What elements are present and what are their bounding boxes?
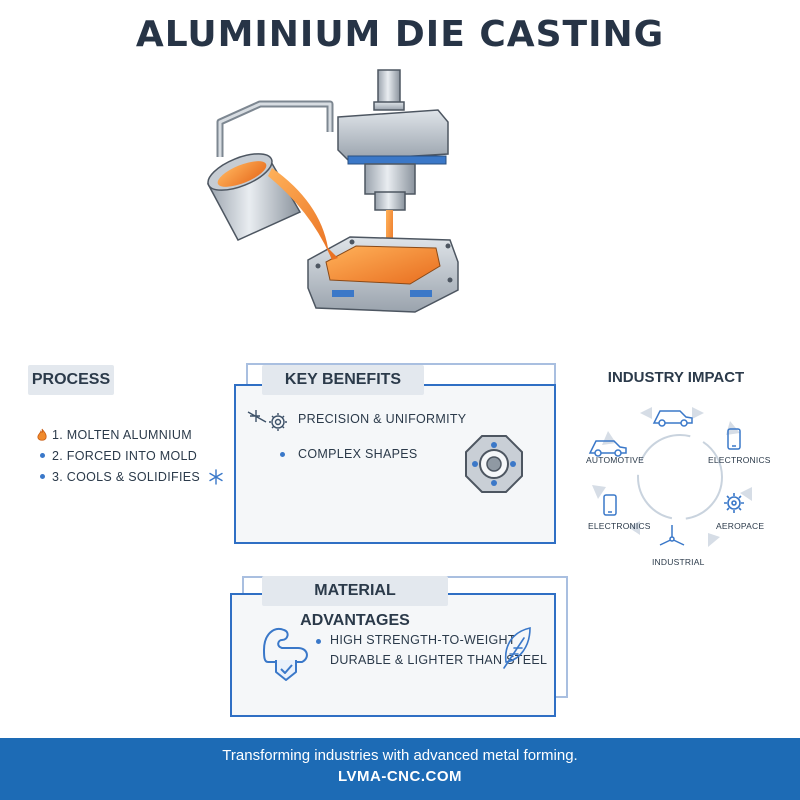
process-step-text: 1. MOLTEN ALUMNIUM	[52, 427, 192, 442]
phone-icon	[727, 428, 741, 450]
benefit-item-shapes: COMPLEX SHAPES	[298, 447, 418, 461]
footer-banner: Transforming industries with advanced me…	[0, 738, 800, 800]
bullet-dot	[39, 453, 45, 458]
footer-website[interactable]: LVMA-CNC.COM	[337, 768, 463, 785]
industry-heading: INDUSTRY IMPACT	[607, 369, 745, 386]
fire-icon	[32, 428, 52, 442]
process-step-text: 2. FORCED INTO MOLD	[52, 448, 198, 463]
industry-label-aerospace: AEROPACE	[716, 521, 765, 531]
bullet-dot	[280, 452, 285, 457]
bullet-dot	[39, 474, 45, 479]
fan-icon	[659, 525, 685, 546]
process-heading: PROCESS	[28, 365, 114, 395]
process-step-text: 3. COOLS & SOLIDIFIES	[52, 469, 201, 484]
process-steps: 1. MOLTEN ALUMNIUM 2. FORCED INTO MOLD 3…	[32, 424, 224, 487]
process-step-3: 3. COOLS & SOLIDIFIES	[32, 466, 224, 487]
benefits-heading: KEY BENEFITS	[262, 365, 424, 395]
industry-label-industrial: INDUSTRIAL	[652, 557, 705, 567]
materials-card	[230, 593, 556, 717]
process-step-1: 1. MOLTEN ALUMNIUM	[32, 424, 224, 445]
die-casting-machine-illustration	[206, 69, 459, 313]
advantage-item-durable: DURABLE & LIGHTER THAN STEEL	[330, 653, 548, 667]
industry-cycle-diagram	[588, 407, 752, 547]
materials-heading: MATERIAL ADVANTAGES	[262, 576, 448, 629]
industry-label-electronics-2: ELECTRONICS	[588, 521, 651, 531]
benefit-item-precision: PRECISION & UNIFORMITY	[298, 412, 467, 426]
bullet-dot	[316, 639, 321, 644]
advantage-item-strength: HIGH STRENGTH-TO-WEIGHT	[330, 633, 516, 647]
process-step-2: 2. FORCED INTO MOLD	[32, 445, 224, 466]
industry-label-automotive: AUTOMOTIVE	[586, 455, 645, 465]
snowflake-icon	[208, 468, 224, 485]
car-icon	[588, 440, 627, 457]
gear-icon	[724, 493, 744, 513]
precision-gear-icon	[246, 404, 290, 438]
industry-label-electronics: ELECTRONICS	[708, 455, 771, 465]
hex-part-icon	[462, 432, 526, 500]
feather-icon	[500, 626, 534, 674]
page-title: ALUMINIUM DIE CASTING	[135, 14, 665, 55]
phone-icon	[603, 494, 617, 516]
car-icon	[652, 410, 693, 427]
footer-tagline: Transforming industries with advanced me…	[222, 747, 578, 764]
muscle-shield-icon	[258, 620, 314, 688]
